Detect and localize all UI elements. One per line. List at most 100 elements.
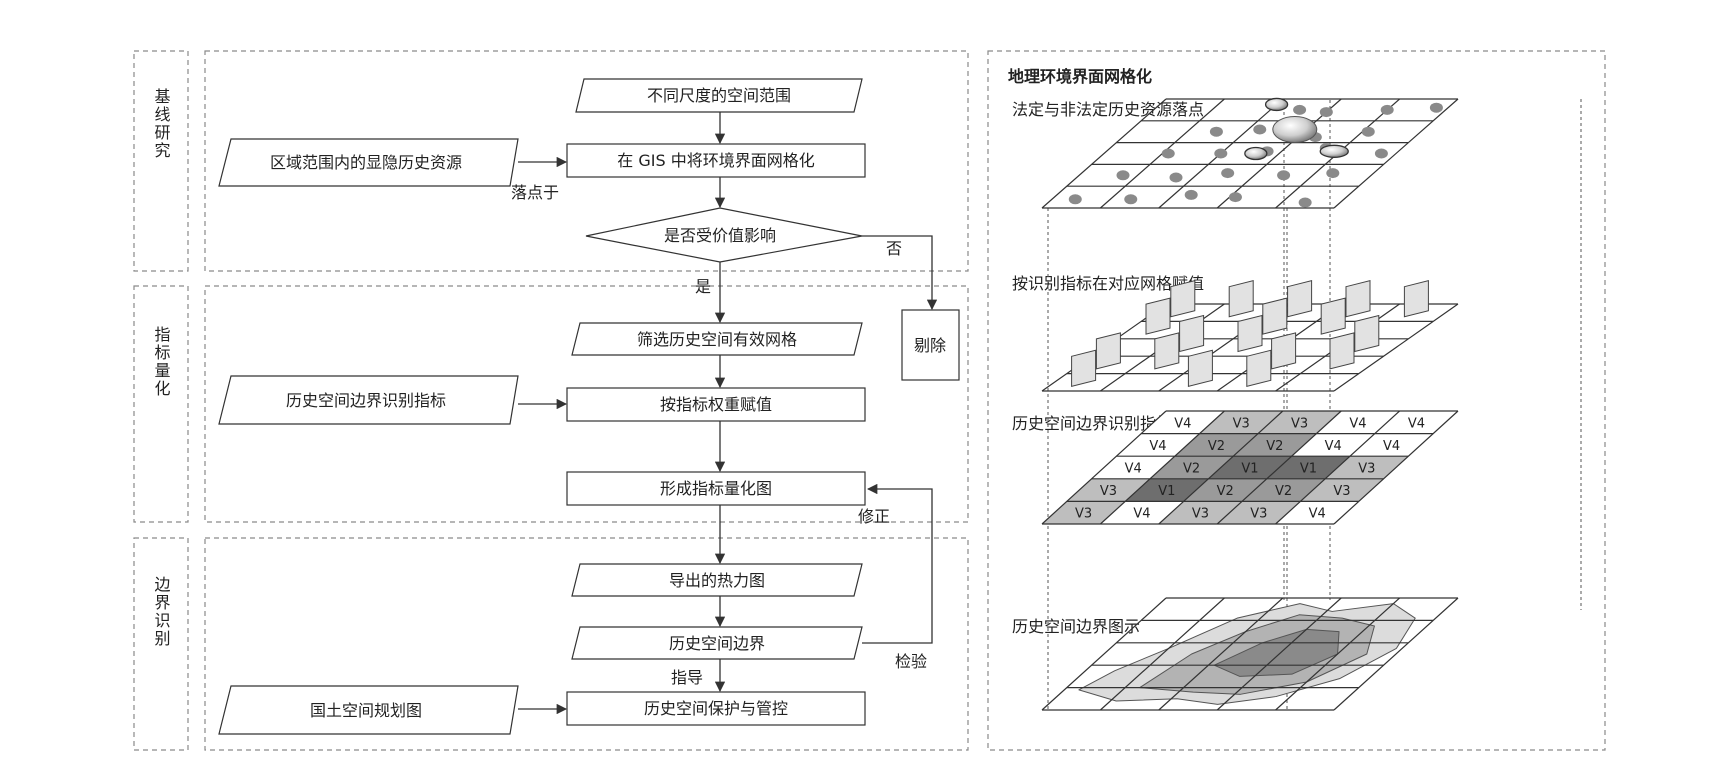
phase-frame-baseline bbox=[133, 50, 189, 272]
grid-cell bbox=[1325, 456, 1409, 479]
node-land-plan bbox=[218, 685, 519, 735]
text-filter-grid: 筛选历史空间有效网格 bbox=[637, 330, 797, 349]
resource-point-ring bbox=[1264, 97, 1289, 112]
resource-point bbox=[1116, 170, 1130, 181]
label-revise: 修正 bbox=[858, 507, 890, 526]
value-plaque bbox=[1145, 297, 1171, 335]
value-plaque bbox=[1329, 332, 1355, 370]
grid-cell bbox=[1242, 478, 1326, 502]
label-guide: 指导 bbox=[671, 668, 703, 687]
node-boundary-indicator bbox=[218, 375, 519, 425]
node-quant-map bbox=[566, 471, 866, 506]
resource-point bbox=[1298, 197, 1312, 208]
text-weight-assign: 按指标权重赋值 bbox=[660, 395, 772, 414]
value-plaque bbox=[1320, 297, 1346, 335]
layer-boundary-map bbox=[1041, 597, 1459, 711]
phase-frame-identify bbox=[133, 537, 189, 751]
grid-cell bbox=[1091, 456, 1175, 479]
grid-cell-value: V3 bbox=[1291, 416, 1308, 431]
node-filter-grid bbox=[571, 322, 863, 356]
grid-cell-value: V3 bbox=[1250, 507, 1267, 522]
grid-cell-value: V3 bbox=[1192, 507, 1209, 522]
label-check: 检验 bbox=[895, 652, 927, 671]
resource-point-ring bbox=[1319, 144, 1349, 158]
value-plaque bbox=[1228, 280, 1254, 318]
node-scale-range bbox=[575, 78, 863, 113]
grid-cell-value: V3 bbox=[1358, 462, 1375, 477]
value-plaque bbox=[1071, 349, 1097, 387]
text-value-decision: 是否受价值影响 bbox=[664, 226, 776, 245]
grid-cell bbox=[1141, 411, 1225, 434]
grid-cell-value: V1 bbox=[1300, 462, 1317, 477]
phase-frame-quantify bbox=[133, 285, 189, 523]
text-protect: 历史空间保护与管控 bbox=[644, 699, 788, 718]
grid-cell bbox=[1100, 501, 1184, 524]
text-regional-resources: 区域范围内的显隐历史资源 bbox=[270, 153, 462, 172]
layer-resource-points bbox=[1041, 97, 1459, 209]
phase-label-baseline: 基线研究 bbox=[152, 88, 171, 160]
grid-cell bbox=[1066, 478, 1150, 502]
grid-cell bbox=[1275, 501, 1359, 524]
grid-cell bbox=[1199, 411, 1283, 434]
grid-cell-value: V3 bbox=[1233, 416, 1250, 431]
grid-cell bbox=[1183, 478, 1267, 502]
edge-check-feedback bbox=[862, 483, 933, 644]
grid-cell bbox=[1208, 456, 1292, 479]
value-plaque bbox=[1287, 280, 1313, 318]
resource-point bbox=[1361, 126, 1375, 137]
value-plaque bbox=[1154, 332, 1180, 370]
grid-cell-value: V4 bbox=[1349, 416, 1366, 431]
node-regional-resources bbox=[218, 138, 519, 187]
value-plaque bbox=[1354, 314, 1380, 353]
grid-cell-value: V4 bbox=[1309, 507, 1326, 522]
value-plaque bbox=[1345, 280, 1371, 318]
grid-cell bbox=[1300, 478, 1384, 502]
grid-cell bbox=[1116, 433, 1200, 457]
layer4-label: 历史空间边界图示 bbox=[1012, 617, 1140, 636]
resource-point bbox=[1277, 170, 1291, 181]
grid-cell bbox=[1266, 456, 1350, 479]
section-frame-baseline bbox=[204, 50, 969, 272]
grid-cell-value: V2 bbox=[1183, 462, 1200, 477]
text-quant-map: 形成指标量化图 bbox=[660, 479, 772, 498]
grid-cell-value: V3 bbox=[1100, 484, 1117, 499]
resource-point bbox=[1293, 104, 1307, 115]
text-land-plan: 国土空间规划图 bbox=[310, 701, 422, 720]
grid-cell bbox=[1125, 478, 1209, 502]
grid-cell-value: V4 bbox=[1125, 462, 1142, 477]
section-frame-quantify bbox=[204, 285, 969, 523]
grid-cell-value: V3 bbox=[1333, 484, 1350, 499]
grid-cell bbox=[1350, 433, 1434, 457]
resource-point bbox=[1209, 126, 1223, 137]
resource-point bbox=[1326, 168, 1340, 179]
grid-cell-value: V4 bbox=[1383, 439, 1400, 454]
value-plaque bbox=[1237, 314, 1263, 353]
layer-assigned-values bbox=[1041, 280, 1459, 392]
label-yes: 是 bbox=[695, 277, 711, 296]
resource-point bbox=[1374, 148, 1388, 159]
resource-point bbox=[1380, 104, 1394, 115]
resource-point-large bbox=[1272, 116, 1318, 144]
grid-cell-value: V4 bbox=[1133, 507, 1150, 522]
resource-point bbox=[1068, 194, 1082, 205]
grid-cell-value: V4 bbox=[1325, 439, 1342, 454]
grid-cell-value: V4 bbox=[1174, 416, 1191, 431]
grid-cell-value: V3 bbox=[1075, 507, 1092, 522]
label-no: 否 bbox=[886, 239, 902, 258]
resource-point bbox=[1221, 168, 1235, 179]
grid-cell bbox=[1150, 456, 1234, 479]
value-plaque bbox=[1179, 314, 1205, 353]
grid-cell-value: V4 bbox=[1408, 416, 1425, 431]
resource-point bbox=[1319, 107, 1333, 118]
value-plaque bbox=[1170, 280, 1196, 318]
value-plaque bbox=[1271, 332, 1297, 370]
illustration-title: 地理环境界面网格化 bbox=[1008, 67, 1152, 86]
node-protect bbox=[566, 691, 866, 726]
grid-cell-value: V1 bbox=[1158, 484, 1175, 499]
phase-label-quantify: 指标量化 bbox=[152, 326, 171, 398]
text-heatmap: 导出的热力图 bbox=[669, 571, 765, 590]
resource-point bbox=[1228, 192, 1242, 203]
